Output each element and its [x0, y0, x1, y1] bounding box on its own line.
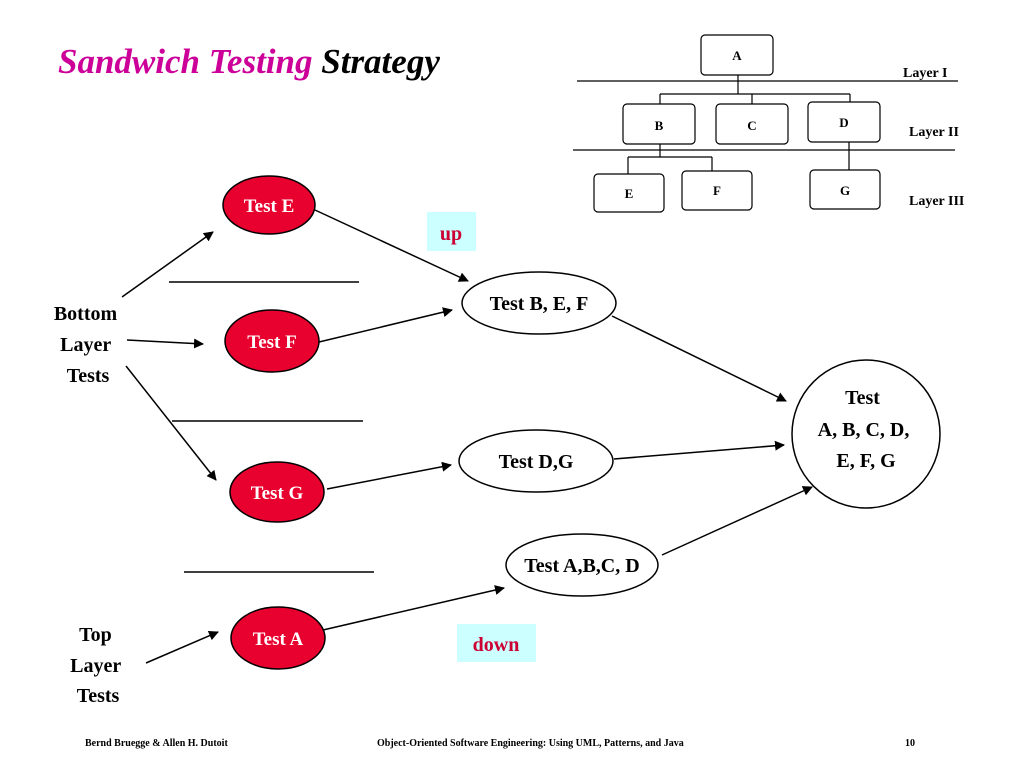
node-test-e [222, 175, 316, 235]
arrow-test-g-to-test-dg [326, 461, 452, 490]
top-layer-tests-label: Top Layer Tests [70, 624, 126, 707]
title-part-1: Sandwich Testing [58, 42, 313, 81]
node-test-dg [458, 429, 614, 493]
module-label-c: C [747, 118, 756, 133]
arrow-bottom-to-test-e [121, 231, 214, 298]
node-test-e-label: Test E [244, 196, 295, 217]
node-test-f [224, 309, 320, 373]
module-label-f: F [713, 183, 721, 198]
arrow-test-dg-to-test-all [613, 440, 785, 460]
module-box-g [809, 169, 881, 210]
node-test-a-label: Test A [253, 629, 304, 650]
module-box-f [681, 170, 753, 211]
arrow-test-abcd-to-test-all [661, 486, 813, 556]
node-test-g-label: Test G [251, 483, 304, 504]
module-label-g: G [840, 183, 850, 198]
module-box-c [715, 103, 789, 145]
node-test-abcd-label: Test A,B,C, D [524, 555, 639, 577]
arrow-test-a-to-test-abcd [322, 585, 505, 631]
layer-2-label: Layer II [909, 125, 959, 140]
footer-authors: Bernd Bruegge & Allen H. Dutoit [85, 738, 228, 749]
arrow-top-to-test-a [145, 630, 219, 664]
node-test-a [230, 606, 326, 670]
module-label-b: B [655, 118, 664, 133]
module-hierarchy [573, 34, 958, 213]
node-test-all [791, 359, 941, 509]
module-label-a: A [732, 48, 742, 63]
title-part-2: Strategy [321, 42, 440, 81]
arrow-bottom-to-test-g [125, 365, 217, 481]
node-test-dg-label: Test D,G [499, 451, 574, 473]
down-label-bg [457, 624, 536, 662]
node-test-g [229, 461, 325, 523]
arrow-bottom-to-test-f [126, 338, 204, 349]
footer-page-number: 10 [905, 738, 915, 749]
module-label-e: E [625, 186, 634, 201]
arrow-test-f-to-test-bef [318, 307, 453, 343]
node-test-abcd [505, 533, 659, 597]
layer-1-label: Layer I [903, 66, 947, 81]
arrow-test-bef-to-test-all [611, 315, 787, 402]
module-box-e [593, 173, 665, 213]
node-test-bef [461, 271, 617, 335]
up-label: up [440, 223, 462, 245]
node-test-bef-label: Test B, E, F [490, 293, 589, 315]
module-box-d [807, 101, 881, 143]
bottom-layer-tests-label: Bottom Layer Tests [54, 303, 122, 387]
up-label-bg [427, 212, 476, 251]
footer-book-title: Object-Oriented Software Engineering: Us… [377, 738, 684, 749]
module-box-a [700, 34, 774, 76]
node-test-f-label: Test F [247, 332, 296, 353]
down-label: down [473, 634, 520, 656]
module-label-d: D [839, 115, 848, 130]
node-test-all-label: Test A, B, C, D, E, F, G [818, 387, 915, 472]
slide-title: Sandwich Testing Strategy [58, 42, 440, 82]
layer-3-label: Layer III [909, 194, 964, 209]
module-box-b [622, 103, 696, 145]
arrow-test-e-to-test-bef [314, 209, 469, 282]
